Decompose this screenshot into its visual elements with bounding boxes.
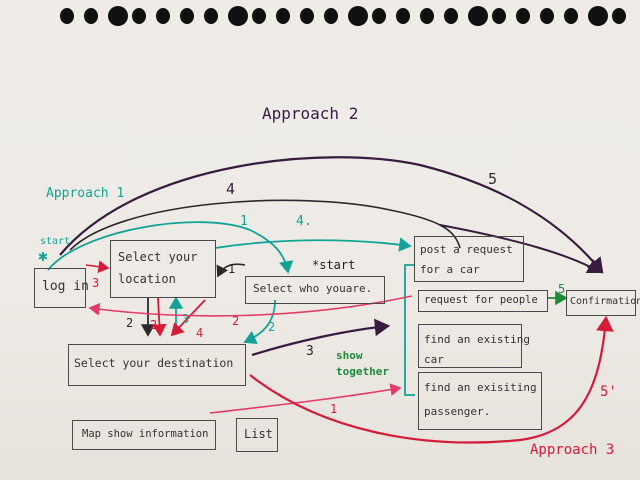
edge-num-purple-5: 5 [488, 170, 498, 188]
binding-hole [180, 8, 194, 24]
edge-num-red-5: 5' [600, 384, 617, 400]
binding-hole [348, 6, 368, 26]
node-select-location [110, 240, 216, 298]
binding-hole [252, 8, 266, 24]
edge-num-red-4: 4 [196, 326, 204, 340]
edge-purple-5 [59, 156, 604, 274]
edge-teal-4 [214, 237, 412, 252]
binding-hole [468, 6, 488, 26]
edge-num-black-3: 3 [306, 344, 314, 359]
edge-num-teal-5: 5 [558, 282, 566, 296]
binding-hole [372, 8, 386, 24]
edge-purple-to-confirm [439, 224, 602, 274]
binding-hole [396, 8, 410, 24]
edge-teal-2 [243, 299, 276, 344]
node-list [236, 418, 278, 452]
binding-hole [156, 8, 170, 24]
edge-black-3 [251, 318, 391, 357]
edge-num-red-2-mid: 2 [232, 314, 240, 328]
node-select-destination-label: Select your destination [74, 356, 234, 370]
edge-num-red-3: 3 [182, 312, 190, 326]
node-find-car [418, 324, 522, 368]
binding-hole [300, 8, 314, 24]
node-map-info [72, 420, 216, 450]
node-list-label: List [244, 427, 273, 441]
edge-red-2-mid [88, 295, 413, 317]
label-approach-3: Approach 3 [530, 442, 615, 458]
edge-num-black-2: 2 [126, 316, 134, 330]
binding-hole [132, 8, 146, 24]
node-post-request-label: post a request for a car [420, 243, 513, 276]
binding-hole [516, 8, 530, 24]
binding-hole [204, 8, 218, 24]
star-start-left-icon: ✱ [38, 246, 48, 265]
edge-red-1 [209, 383, 402, 414]
edge-black-1 [216, 263, 246, 278]
edge-num-purple-4: 4 [226, 180, 236, 198]
binding-hole [540, 8, 554, 24]
edge-teal-1-top [47, 221, 294, 274]
spiral-binding-holes [0, 0, 640, 40]
binding-hole [588, 6, 608, 26]
edge-red-4 [170, 299, 206, 337]
binding-hole [108, 6, 128, 26]
edge-num-teal-2: 2 [268, 320, 276, 334]
binding-hole [492, 8, 506, 24]
node-post-request [414, 236, 524, 282]
node-login [34, 268, 86, 308]
label-show-together: show together [336, 349, 389, 378]
edge-red-5 [249, 315, 614, 444]
node-select-who-label: Select who youare. [253, 282, 373, 295]
binding-hole [324, 8, 338, 24]
node-select-destination [68, 344, 246, 386]
node-confirmation [566, 290, 636, 316]
node-select-location-label: Select your location [118, 250, 198, 286]
edge-num-teal-4: 4. [296, 214, 312, 229]
label-start-left: start [40, 236, 71, 247]
binding-hole [276, 8, 290, 24]
binding-hole [444, 8, 458, 24]
edge-num-black-1: 1 [228, 262, 236, 276]
binding-hole [420, 8, 434, 24]
binding-hole [60, 8, 74, 24]
binding-hole [228, 6, 248, 26]
binding-hole [564, 8, 578, 24]
label-approach-1: Approach 1 [46, 186, 125, 201]
node-find-passenger [418, 372, 542, 430]
node-request-people [418, 290, 548, 312]
edge-red-3-login [85, 260, 110, 274]
node-find-car-label: find an existing car [424, 333, 530, 366]
edge-purple-4 [69, 199, 461, 251]
node-login-label: log in [42, 279, 89, 294]
node-map-info-label: Map show information [82, 428, 209, 440]
node-confirmation-label: Confirmation [570, 296, 640, 307]
bracket-show-together [404, 264, 415, 396]
edge-red-2-down [152, 297, 167, 337]
label-start-right: *start [312, 258, 356, 272]
edge-num-red-2-down: 2 [150, 318, 158, 332]
binding-hole [612, 8, 626, 24]
title-approach-2: Approach 2 [262, 104, 359, 123]
node-find-passenger-label: find an exisiting passenger. [424, 381, 537, 418]
edge-num-teal-1: 1 [240, 214, 248, 229]
edge-num-red-1: 1 [330, 402, 338, 416]
node-request-people-label: request for people [424, 294, 538, 306]
node-select-who [245, 276, 385, 304]
binding-hole [84, 8, 98, 24]
edge-num-red-3-login: 3 [92, 276, 100, 290]
